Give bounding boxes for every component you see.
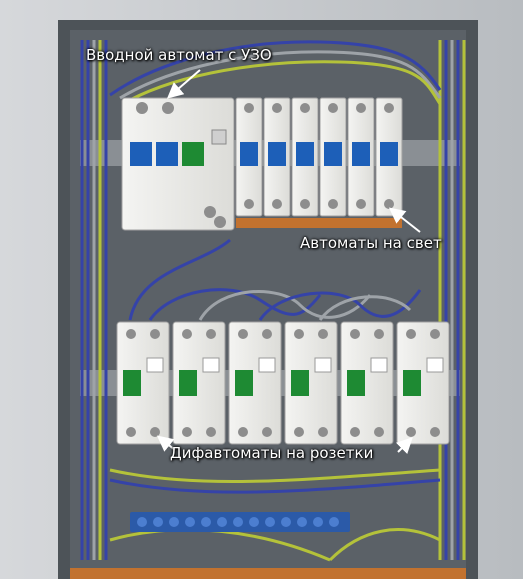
wire-bundle-top [109,40,442,105]
arrow-icon [166,69,201,99]
rcbo-window [202,357,220,373]
rcbo-screw [406,329,416,339]
rcd-lever-3 [182,142,204,166]
light-breaker-screw [328,199,338,209]
light-breaker-screw [384,199,394,209]
rcd-screw-4 [214,216,226,228]
ground-terminal-bar [70,568,466,579]
rcd-lever-1 [130,142,152,166]
rcbo-window [314,357,332,373]
light-breaker-screw [244,103,254,113]
light-breaker-screw [356,103,366,113]
rcbo-screw [150,427,160,437]
light-breakers-row [235,97,403,217]
light-breaker-lever [380,142,398,166]
rcd-screw-1 [136,102,148,114]
arrow-icon [395,437,413,455]
rcd-screw-3 [204,206,216,218]
rcbo-screw [182,427,192,437]
rcbo-screw [374,329,384,339]
arrow-icon [388,207,421,233]
light-breaker-screw [244,199,254,209]
rcbo-screw [318,329,328,339]
rcd-screw-2 [162,102,174,114]
rcbo-window [370,357,388,373]
rcd-lever-2 [156,142,178,166]
rcbo-screw [238,427,248,437]
rcbo-module [284,321,338,445]
rcbo-screw [430,427,440,437]
wires-middle [128,238,422,321]
light-breaker-screw [300,199,310,209]
rcbo-screw [294,329,304,339]
arrow-icon [156,435,176,452]
rcbo-screw [206,329,216,339]
rcbo-screw [374,427,384,437]
rcbo-screw [262,329,272,339]
rcbo-screw [318,427,328,437]
rcbo-row [116,321,450,445]
light-breaker-lever [324,142,342,166]
light-breaker-screw [328,103,338,113]
rcbo-window [426,357,444,373]
light-breaker-lever [352,142,370,166]
light-breaker-screw [384,103,394,113]
light-breakers-label: Автоматы на свет [300,234,442,252]
rcbo-module [116,321,170,445]
light-breaker-screw [272,199,282,209]
rcbo-lever [347,370,365,396]
neutral-terminal-screws [137,517,339,527]
wire-bundle-left [80,40,108,560]
rcbo-screw [262,427,272,437]
rcbo-lever [291,370,309,396]
wire-bundle-right [438,40,466,560]
rcbo-screw [406,427,416,437]
rcbo-lever [235,370,253,396]
rcd-test-button [211,129,227,145]
socket-rcbo-label: Дифавтоматы на розетки [170,444,374,462]
rcbo-screw [350,329,360,339]
rcbo-screw [238,329,248,339]
rcbo-screw [294,427,304,437]
rcbo-screw [206,427,216,437]
light-breaker-screw [300,103,310,113]
rcbo-module [228,321,282,445]
rcbo-module [340,321,394,445]
rcbo-screw [150,329,160,339]
terminal-bar-top [236,218,402,228]
rcbo-lever [179,370,197,396]
rcbo-screw [350,427,360,437]
rcbo-lever [403,370,421,396]
rcbo-window [146,357,164,373]
rcbo-window [258,357,276,373]
rcbo-screw [126,427,136,437]
rcbo-screw [126,329,136,339]
input-breaker-label: Вводной автомат с УЗО [86,46,272,64]
rcbo-screw [430,329,440,339]
rcbo-module [172,321,226,445]
light-breaker-lever [240,142,258,166]
rcbo-screw [182,329,192,339]
light-breaker-screw [356,199,366,209]
rcbo-lever [123,370,141,396]
rcbo-module [396,321,450,445]
light-breaker-lever [296,142,314,166]
light-breaker-lever [268,142,286,166]
light-breaker-screw [272,103,282,113]
